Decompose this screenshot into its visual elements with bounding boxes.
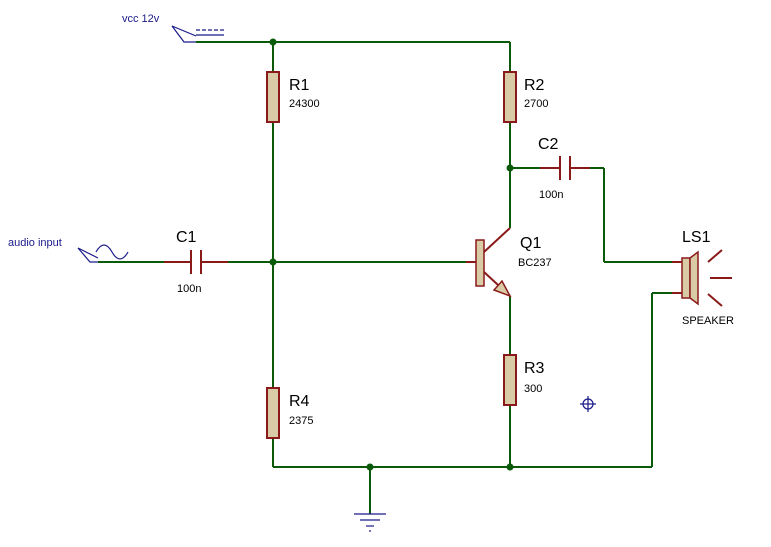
r4-ref: R4 (289, 393, 310, 410)
vcc-label: vcc 12v (122, 13, 160, 25)
r3-ref: R3 (524, 360, 545, 377)
resistor-r2[interactable]: R2 2700 (503, 71, 548, 123)
transistor-q1[interactable]: Q1 BC237 (466, 227, 552, 298)
capacitor-c1[interactable]: C1 100n (164, 229, 228, 295)
r4-value: 2375 (289, 415, 313, 427)
ls1-value: SPEAKER (682, 315, 734, 327)
audio-input-label: audio input (8, 237, 62, 249)
vcc-terminal[interactable]: vcc 12v (122, 13, 224, 43)
c1-ref: C1 (176, 229, 197, 246)
audio-input-terminal[interactable]: audio input (8, 237, 129, 263)
speaker-ls1[interactable]: LS1 SPEAKER (672, 229, 734, 327)
wires (98, 41, 672, 514)
q1-ref: Q1 (520, 235, 541, 252)
sound-waves-icon (707, 249, 732, 307)
r1-ref: R1 (289, 77, 310, 94)
q1-value: BC237 (518, 257, 552, 269)
r2-value: 2700 (524, 98, 548, 110)
c1-value: 100n (177, 283, 201, 295)
r1-value: 24300 (289, 98, 320, 110)
junctions (269, 38, 514, 471)
crosshair-icon (580, 396, 596, 412)
resistor-r3[interactable]: R3 300 (503, 354, 545, 406)
ground-icon (354, 513, 386, 532)
ls1-ref: LS1 (682, 229, 711, 246)
resistor-r1[interactable]: R1 24300 (266, 71, 320, 123)
capacitor-c2[interactable]: C2 100n (538, 136, 590, 201)
c2-value: 100n (539, 189, 563, 201)
r2-ref: R2 (524, 77, 545, 94)
r3-value: 300 (524, 383, 542, 395)
c2-ref: C2 (538, 136, 559, 153)
resistor-r4[interactable]: R4 2375 (266, 387, 313, 439)
